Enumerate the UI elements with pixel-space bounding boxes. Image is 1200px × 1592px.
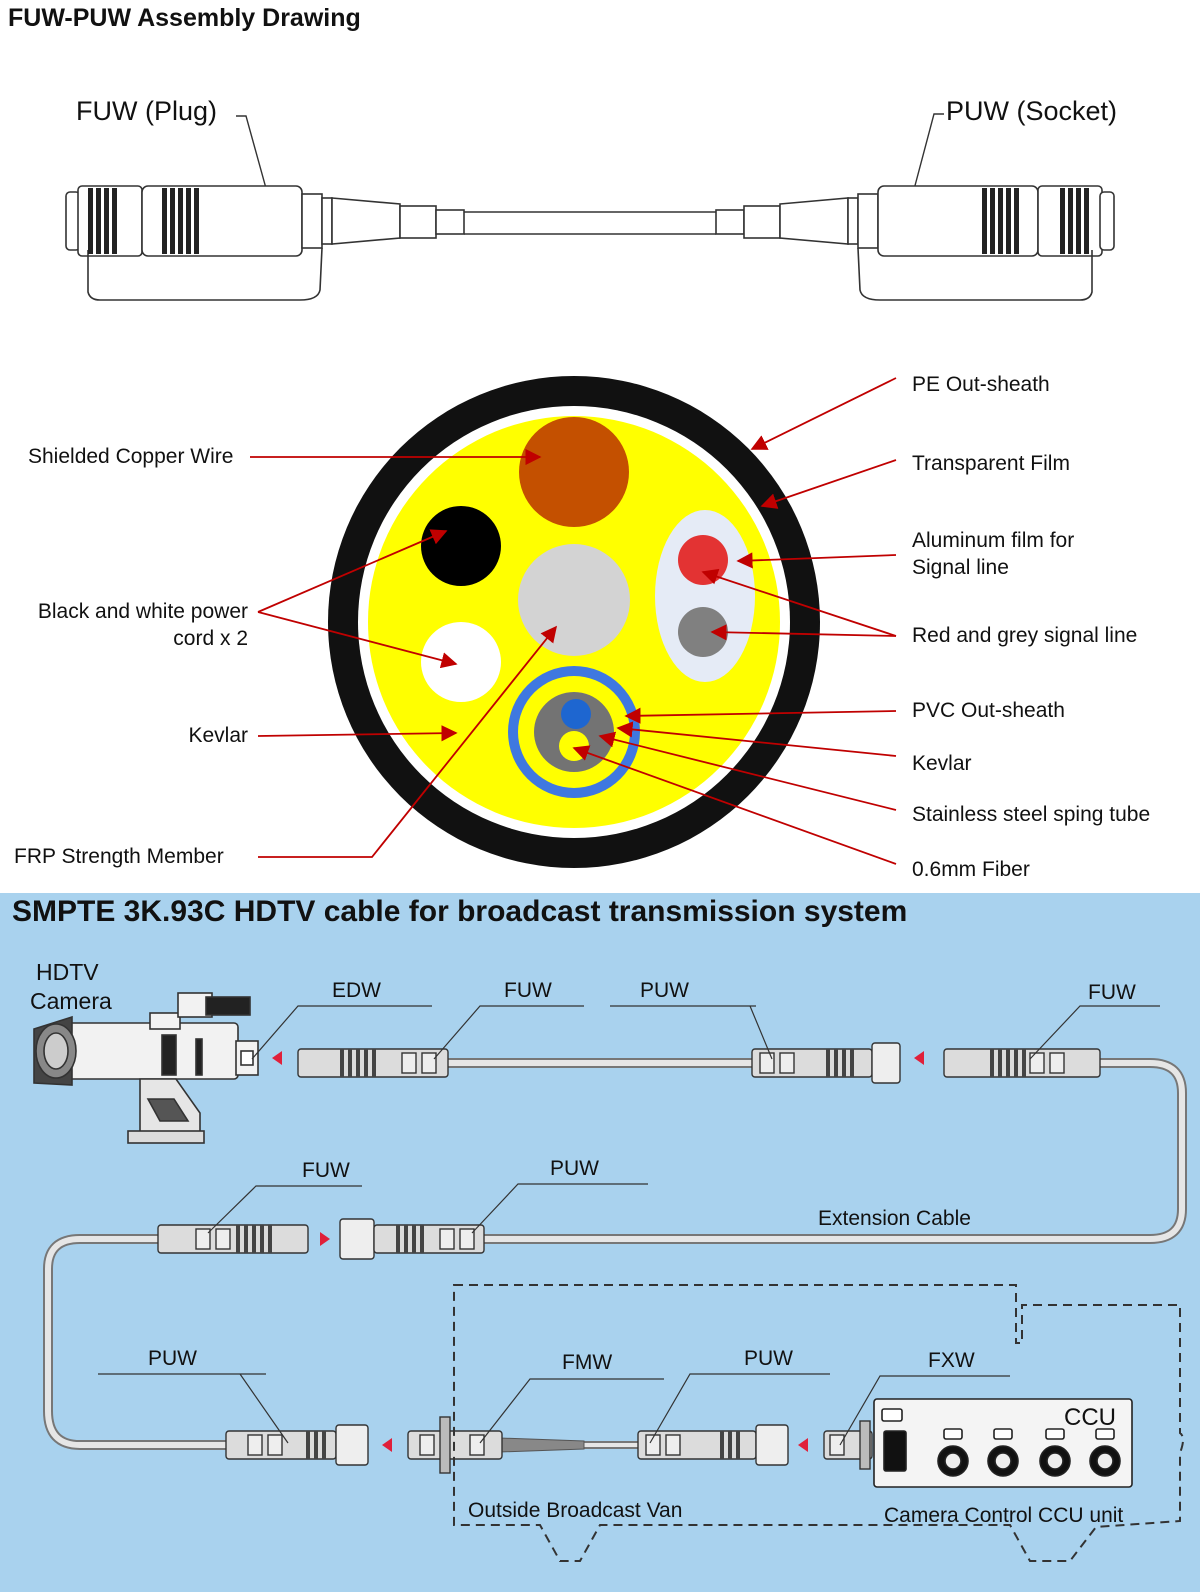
hdtv-camera-drawing	[33, 992, 259, 1144]
row1-label-fuw: FUW	[504, 979, 552, 1002]
aluminum-label-1: Aluminum film for	[912, 529, 1074, 552]
system-leaders	[98, 1005, 1160, 1446]
system-section: SMPTE 3K.93C HDTV cable for broadcast tr…	[0, 893, 1200, 1592]
page-title: FUW-PUW Assembly Drawing	[8, 4, 361, 32]
row2-fuw-connector	[157, 1224, 309, 1254]
cross-section-leaders	[250, 377, 897, 865]
row3-label-puw: PUW	[148, 1347, 197, 1370]
steel-tube-label: Stainless steel sping tube	[912, 803, 1150, 826]
row1-label-fuw-2: FUW	[1088, 981, 1136, 1004]
fuw-plug-drawing	[65, 185, 465, 301]
assembly-diagram: FUW (Plug) PUW (Socket)	[14, 96, 1150, 881]
row2-label-fuw: FUW	[302, 1159, 350, 1182]
row3-label-fmw: FMW	[562, 1351, 612, 1374]
row3-puw-connector	[225, 1424, 369, 1466]
black-power-cord	[421, 506, 501, 586]
signal-line-label: Red and grey signal line	[912, 624, 1137, 647]
power-cord-label-1: Black and white power	[38, 600, 248, 623]
socket-label: PUW (Socket)	[946, 96, 1117, 126]
system-title: SMPTE 3K.93C HDTV cable for broadcast tr…	[12, 895, 908, 928]
fiber-label: 0.6mm Fiber	[912, 858, 1030, 881]
frp-label: FRP Strength Member	[14, 845, 224, 868]
socket-leader	[906, 113, 944, 214]
shielded-copper-wire	[519, 417, 629, 527]
row1-fuw-connector-2	[943, 1048, 1101, 1078]
row1-label-puw: PUW	[640, 979, 689, 1002]
transparent-film-label: Transparent Film	[912, 452, 1070, 475]
system-diagram: HDTV Camera EDW FUW PUW FUW FUW PUW Exte…	[30, 959, 1187, 1562]
kevlar-label-left: Kevlar	[188, 724, 248, 747]
row3-fxw-connector	[823, 1420, 873, 1470]
fiber-core	[559, 731, 589, 761]
connectors	[157, 1042, 1101, 1474]
camera-label-2: Camera	[30, 988, 112, 1014]
cable-cross-section	[328, 376, 820, 868]
van-label: Outside Broadcast Van	[468, 1499, 682, 1522]
grey-signal-line	[678, 607, 728, 657]
camera-label-1: HDTV	[36, 959, 99, 985]
row1-fuw-connector	[297, 1048, 449, 1078]
system-cable-path	[43, 1058, 1187, 1453]
socket-grip-rings	[982, 188, 1089, 254]
aluminum-label-2: Signal line	[912, 556, 1009, 579]
row2-puw-connector	[339, 1218, 485, 1260]
row2-label-puw: PUW	[550, 1157, 599, 1180]
row1-puw-connector	[751, 1042, 901, 1084]
assembly-section: FUW-PUW Assembly Drawing FUW (Plug) PUW …	[8, 4, 1151, 881]
kevlar-label-right: Kevlar	[912, 752, 972, 775]
row3-label-puw-2: PUW	[744, 1347, 793, 1370]
row3-puw-connector-2	[637, 1424, 789, 1466]
fiber-core-blue	[561, 699, 591, 729]
pe-sheath-label: PE Out-sheath	[912, 373, 1050, 396]
row1-label-edw: EDW	[332, 979, 381, 1002]
shielded-copper-label: Shielded Copper Wire	[28, 445, 233, 468]
frp-strength-member	[518, 544, 630, 656]
assembly-cable	[464, 211, 716, 235]
extension-cable-label: Extension Cable	[818, 1207, 971, 1230]
ccu-unit-label: Camera Control CCU unit	[884, 1504, 1123, 1527]
puw-socket-drawing	[715, 185, 1115, 301]
ccu-unit-drawing	[873, 1398, 1133, 1488]
van-outline	[453, 1284, 1184, 1562]
plug-grip-rings	[88, 188, 199, 254]
white-power-cord	[421, 622, 501, 702]
pvc-sheath-label: PVC Out-sheath	[912, 699, 1065, 722]
ccu-label: CCU	[1064, 1404, 1116, 1431]
plug-label: FUW (Plug)	[76, 96, 217, 126]
plug-leader	[236, 115, 274, 212]
connection-arrows	[272, 1051, 924, 1452]
row3-label-fxw: FXW	[928, 1349, 975, 1372]
power-cord-label-2: cord x 2	[173, 627, 248, 650]
